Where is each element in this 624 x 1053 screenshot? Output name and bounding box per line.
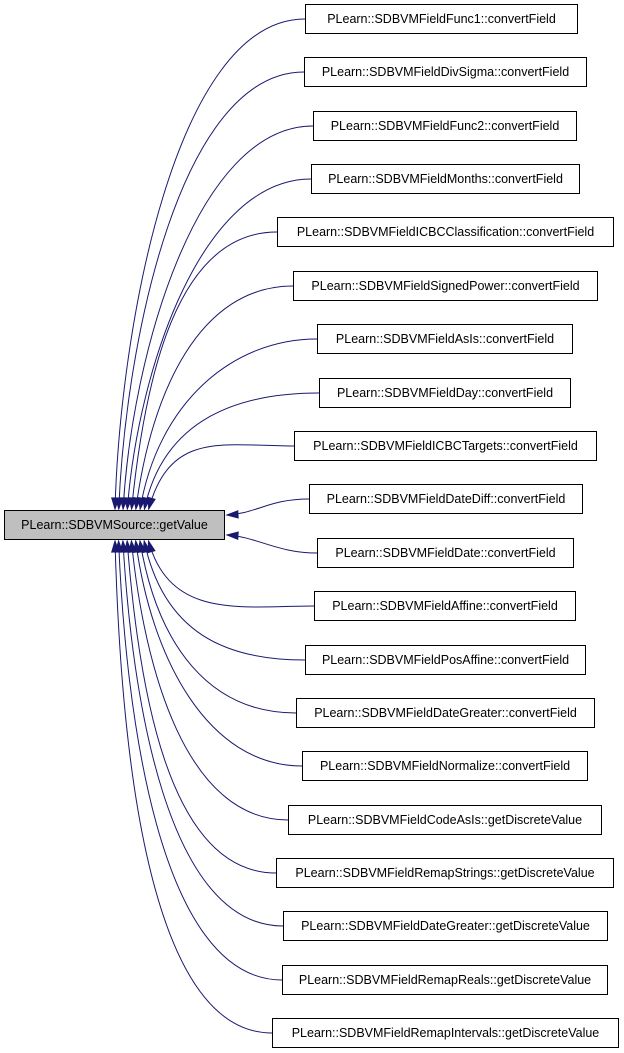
- caller-node[interactable]: PLearn::SDBVMFieldCodeAsIs::getDiscreteV…: [288, 805, 602, 835]
- caller-node[interactable]: PLearn::SDBVMFieldSignedPower::convertFi…: [293, 271, 598, 301]
- call-edge: [143, 540, 306, 661]
- call-edge: [135, 285, 294, 510]
- caller-node[interactable]: PLearn::SDBVMFieldDateGreater::convertFi…: [296, 698, 595, 728]
- caller-node[interactable]: PLearn::SDBVMFieldDivSigma::convertField: [304, 57, 587, 87]
- caller-node[interactable]: PLearn::SDBVMFieldMonths::convertField: [311, 164, 580, 194]
- edge-arrowhead: [111, 539, 120, 553]
- caller-node[interactable]: PLearn::SDBVMFieldAffine::convertField: [314, 591, 576, 621]
- call-edge: [226, 534, 318, 554]
- call-edge: [126, 178, 312, 510]
- caller-node[interactable]: PLearn::SDBVMFieldFunc2::convertField: [313, 111, 577, 141]
- call-edge: [114, 540, 273, 1034]
- call-edge: [148, 444, 295, 510]
- call-edge: [139, 338, 318, 510]
- edge-arrowhead: [225, 510, 239, 519]
- call-edge: [143, 392, 320, 510]
- call-edge: [122, 540, 284, 927]
- caller-node[interactable]: PLearn::SDBVMFieldICBCClassification::co…: [277, 217, 614, 247]
- caller-node[interactable]: PLearn::SDBVMFieldRemapStrings::getDiscr…: [276, 858, 614, 888]
- caller-node[interactable]: PLearn::SDBVMFieldDate::convertField: [317, 538, 574, 568]
- caller-node[interactable]: PLearn::SDBVMFieldAsIs::convertField: [317, 324, 573, 354]
- caller-node[interactable]: PLearn::SDBVMFieldFunc1::convertField: [305, 4, 578, 34]
- caller-node[interactable]: PLearn::SDBVMFieldDay::convertField: [319, 378, 571, 408]
- call-edge: [126, 540, 277, 874]
- root-node-getvalue: PLearn::SDBVMSource::getValue: [4, 510, 225, 540]
- caller-node[interactable]: PLearn::SDBVMFieldDateGreater::getDiscre…: [283, 911, 608, 941]
- caller-node[interactable]: PLearn::SDBVMFieldNormalize::convertFiel…: [302, 751, 588, 781]
- caller-node[interactable]: PLearn::SDBVMFieldRemapIntervals::getDis…: [272, 1018, 619, 1048]
- call-edge: [122, 125, 314, 510]
- call-edge: [114, 18, 306, 510]
- call-edge: [131, 231, 278, 510]
- caller-node[interactable]: PLearn::SDBVMFieldDateDiff::convertField: [309, 484, 583, 514]
- call-edge: [226, 498, 310, 516]
- call-edge: [130, 540, 289, 821]
- call-edge: [148, 540, 315, 608]
- call-edge: [118, 71, 305, 510]
- call-edge: [118, 540, 283, 981]
- call-edge: [135, 540, 303, 767]
- caller-node[interactable]: PLearn::SDBVMFieldRemapReals::getDiscret…: [282, 965, 608, 995]
- caller-node[interactable]: PLearn::SDBVMFieldPosAffine::convertFiel…: [305, 645, 586, 675]
- edge-arrowhead: [225, 531, 239, 540]
- caller-node[interactable]: PLearn::SDBVMFieldICBCTargets::convertFi…: [294, 431, 597, 461]
- edge-arrowhead: [147, 496, 156, 511]
- call-edge: [139, 540, 297, 714]
